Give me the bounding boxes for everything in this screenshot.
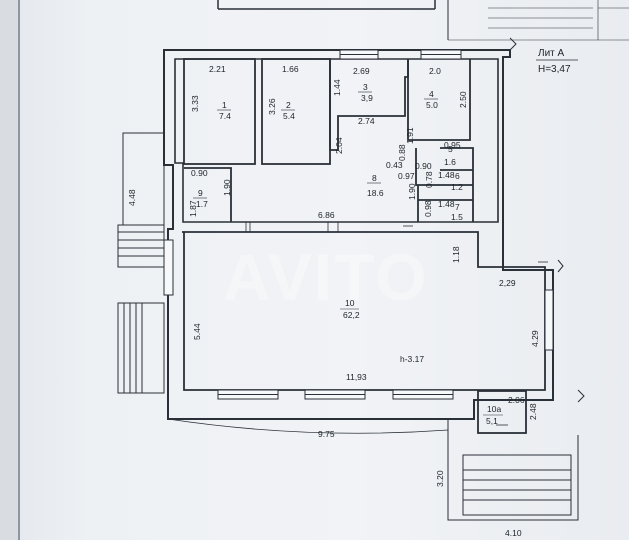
dim-label: 2.04: [334, 137, 344, 154]
room-9-number: 9: [198, 188, 203, 198]
dim-label: 0.90: [191, 168, 208, 178]
room-9-area: 1.7: [196, 199, 208, 209]
room-10-number: 10: [345, 298, 355, 308]
dimension-ticks: [245, 222, 548, 426]
dim-label: 2.0: [429, 66, 441, 76]
entry-arrow: [509, 37, 585, 403]
room-2-number: 2: [286, 100, 291, 110]
room-1-area: 7.4: [219, 111, 231, 121]
dim-label: 1.18: [451, 246, 461, 263]
height-label: H=3,47: [538, 64, 571, 75]
dim-label: 4.48: [127, 189, 137, 206]
room-7-area: 1.5: [451, 212, 463, 222]
dim-label: 2.48: [528, 403, 538, 420]
dim-label: 1.87: [188, 200, 198, 217]
page-binding-line: [18, 0, 20, 540]
room-8-number: 8: [372, 173, 377, 183]
windows: [163, 49, 554, 400]
dim-label: 0.95: [444, 140, 461, 150]
room-7-number: 7: [455, 202, 460, 212]
dim-label: 9.75: [318, 429, 335, 439]
top-strip: [217, 0, 629, 41]
watermark: AVITO: [223, 240, 429, 314]
room-10-area: 62,2: [343, 310, 360, 320]
inner-walls: [183, 58, 474, 222]
lit-label: Лит А: [538, 48, 565, 59]
dim-label: 3.26: [267, 98, 277, 115]
room-10a-walls: [477, 390, 527, 434]
dim-label: 2.69: [353, 66, 370, 76]
hall-height-label: h-3.17: [400, 354, 424, 364]
room-5-number: 5: [448, 144, 453, 154]
dim-label: 2.50: [458, 91, 468, 108]
dim-label: 6.86: [318, 210, 335, 220]
room-8-area: 18.6: [367, 188, 384, 198]
document-page: AVITO Лит А H=3,47 1 7.4 2 5.4 3 3,9 4 5…: [18, 0, 629, 540]
room-4-number: 4: [429, 89, 434, 99]
dim-label: 3.33: [190, 95, 200, 112]
room-labels: 1 7.4 2 5.4 3 3,9 4 5.0 5 1.6 6 1.2 7 1.…: [193, 82, 503, 426]
dim-label: 1.91: [405, 127, 415, 144]
dimension-labels: 2.21 3.33 1.66 3.26 2.69 1.44 2.0 2.50 2…: [127, 64, 540, 538]
room-4-area: 5.0: [426, 100, 438, 110]
dim-label: 0.88: [397, 144, 407, 161]
dim-label: 1.48: [438, 170, 455, 180]
dim-label: 4.10: [505, 528, 522, 538]
outer-walls: [163, 49, 554, 420]
dim-label: 2.74: [358, 116, 375, 126]
room-6-area: 1.2: [451, 182, 463, 192]
room-3-area: 3,9: [361, 93, 373, 103]
dim-label: 0.78: [424, 171, 434, 188]
dim-label: 11,93: [346, 372, 367, 382]
room-3-number: 3: [363, 82, 368, 92]
hall-walls: [182, 231, 546, 391]
dim-label: 1.44: [332, 79, 342, 96]
dim-label: 2.06: [508, 395, 525, 405]
dim-label: 0.43: [386, 160, 403, 170]
dim-label: 1.66: [282, 64, 299, 74]
room-2-area: 5.4: [283, 111, 295, 121]
dim-label: 0.90: [415, 161, 432, 171]
room-6-number: 6: [455, 171, 460, 181]
room-10a-number: 10a: [487, 404, 501, 414]
dim-label: 5.44: [192, 323, 202, 340]
room-5-area: 1.6: [444, 157, 456, 167]
dim-label: 1.90: [407, 183, 417, 200]
dim-label: 1.48: [438, 199, 455, 209]
dim-label: 1.90: [222, 179, 232, 196]
room-10a-area: 5,1: [486, 416, 498, 426]
dim-label: 0.98: [423, 200, 433, 217]
floor-plan: AVITO Лит А H=3,47 1 7.4 2 5.4 3 3,9 4 5…: [117, 0, 629, 538]
room-1-number: 1: [222, 100, 227, 110]
dim-label: 2,29: [499, 278, 516, 288]
steps-bottom: [167, 418, 579, 521]
dim-label: 0.97: [398, 171, 415, 181]
dim-label: 3.20: [435, 470, 445, 487]
dim-label: 2.21: [209, 64, 226, 74]
steps-left: [117, 132, 165, 394]
dim-label: 4.29: [530, 330, 540, 347]
